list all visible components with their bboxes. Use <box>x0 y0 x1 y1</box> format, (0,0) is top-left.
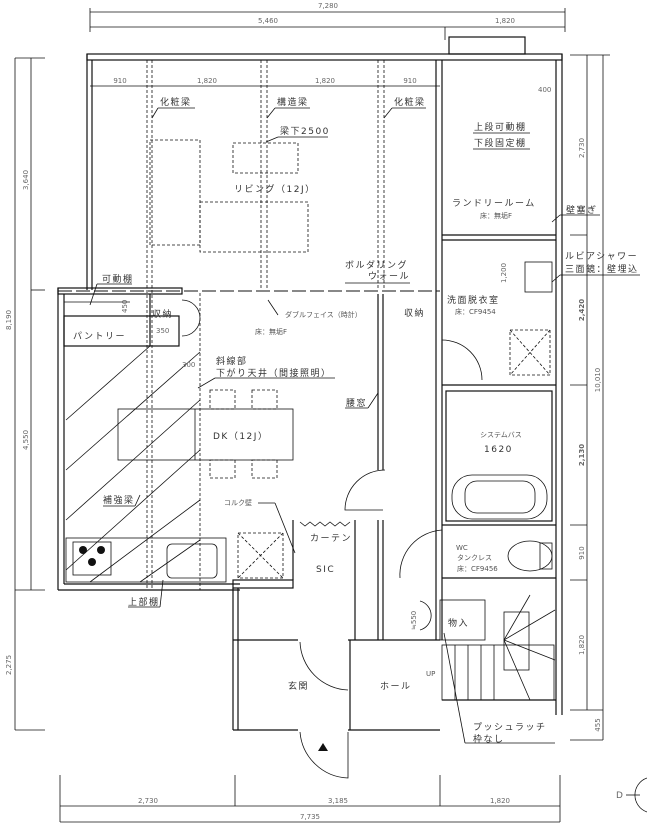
dim-inner-1: 910 <box>113 77 126 85</box>
dim-dk-300: 300 <box>182 361 195 369</box>
label-hatch-2: 下がり天井（間接照明） <box>216 367 332 379</box>
wc-type: タンクレス <box>457 553 492 562</box>
dim-top-laundry: 1,820 <box>495 17 515 25</box>
label-bouldering-2: ウォール <box>368 271 410 282</box>
room-wc: WC <box>456 544 468 552</box>
room-storage-right: 収納 <box>404 307 425 319</box>
label-reinforce-beam: 補強梁 <box>103 494 135 506</box>
top-dimensions: 7,280 5,460 1,820 910 1,820 1,820 910 <box>89 2 566 87</box>
room-pantry: パントリー <box>73 331 126 342</box>
toilet-icon <box>507 540 553 572</box>
room-hall: ホール <box>380 681 412 692</box>
dim-right-4: 910 <box>578 546 586 559</box>
dim-storage-550: ≒550 <box>410 611 418 630</box>
wc-floor: 床：CF9456 <box>457 564 498 573</box>
dim-right-6: 455 <box>594 718 602 731</box>
label-cork-wall: コルク壁 <box>224 498 252 507</box>
dim-left-4: 2,275 <box>5 655 13 675</box>
label-upper-shelf: 上部棚 <box>128 596 160 608</box>
room-bath: システムバス <box>480 431 522 439</box>
dim-pantry-450: 450 <box>121 300 129 313</box>
dim-inner-4: 910 <box>403 77 416 85</box>
room-dk: DK（12J） <box>213 431 268 442</box>
room-entrance: 玄関 <box>288 680 309 692</box>
room-sic: SIC <box>316 565 335 575</box>
label-beam-struct: 構造梁 <box>277 96 309 108</box>
furniture <box>65 261 553 583</box>
dim-pantry-350: 350 <box>156 327 169 335</box>
bathtub-icon <box>451 474 548 520</box>
right-dimensions: 2,730 2,420 2,130 910 1,820 455 10,010 <box>570 54 610 741</box>
dim-bottom-3: 1,820 <box>490 797 510 805</box>
washroom-floor: 床：CF9454 <box>455 307 496 316</box>
dim-left-1: 3,640 <box>22 170 30 190</box>
dim-top-total: 7,280 <box>318 2 338 10</box>
label-beam-right: 化粧梁 <box>394 96 426 108</box>
dining-table <box>117 408 294 461</box>
doors <box>181 299 483 779</box>
room-storage-pantry: 収納 <box>152 308 173 320</box>
entrance-arrow-icon <box>318 743 328 751</box>
labels: 化粧梁 構造梁 化粧梁 梁下2500 リビング（12J） 上段可動棚 下段固定棚… <box>73 86 639 745</box>
room-closet: 物入 <box>448 617 469 629</box>
label-up: UP <box>426 670 435 678</box>
dim-left-2: 8,190 <box>5 310 13 330</box>
beams <box>146 60 385 590</box>
laundry-floor: 床：無垢F <box>480 211 512 220</box>
label-push-latch-2: 枠なし <box>473 733 505 745</box>
bottom-dimensions: 2,730 3,185 1,820 7,735 <box>59 775 561 823</box>
left-dimensions: 3,640 8,190 4,550 2,275 <box>5 57 45 731</box>
dim-bottom-2: 3,185 <box>328 797 348 805</box>
section-marker-label: D <box>616 791 623 801</box>
bath-size: 1620 <box>484 445 513 455</box>
stove-icon <box>72 541 112 576</box>
dim-laundry-shelf: 400 <box>538 86 551 94</box>
label-curtain: カーテン <box>310 533 352 544</box>
dim-left-3: 4,550 <box>22 430 30 450</box>
section-marker: D <box>616 777 647 813</box>
label-beam-left: 化粧梁 <box>160 96 192 108</box>
label-double-face: ダブルフェイス（時計） <box>285 310 362 319</box>
dim-right-total: 10,010 <box>594 368 602 393</box>
label-shelf-upper: 上段可動棚 <box>474 121 527 133</box>
dim-top-main: 5,460 <box>258 17 278 25</box>
room-laundry: ランドリールーム <box>452 198 536 209</box>
label-bouldering-1: ボルダリング <box>345 259 408 271</box>
label-shower-1: ルビアシャワー <box>565 251 638 262</box>
label-wall-close: 壁塞ぎ <box>566 204 598 216</box>
dim-inner-3: 1,820 <box>315 77 335 85</box>
room-living: リビング（12J） <box>234 183 316 195</box>
dim-washroom-1200: 1,200 <box>500 263 508 283</box>
label-waist-window: 腰窓 <box>346 397 367 409</box>
dim-bottom-total: 7,735 <box>300 813 320 821</box>
dim-right-2: 2,420 <box>578 299 586 321</box>
dim-inner-2: 1,820 <box>197 77 217 85</box>
label-hatch-1: 斜線部 <box>216 355 248 367</box>
label-shower-2: 三面鏡：壁埋込 <box>565 263 639 275</box>
label-push-latch-1: プッシュラッチ <box>473 722 547 733</box>
label-shelf-lower: 下段固定棚 <box>474 137 527 149</box>
label-beam-under: 梁下2500 <box>280 125 330 137</box>
stairs <box>439 594 556 701</box>
kitchen-counter <box>65 537 227 583</box>
dim-right-1: 2,730 <box>578 138 586 158</box>
leader-lines <box>89 107 640 744</box>
label-movable-shelf: 可動棚 <box>102 273 134 285</box>
lowered-ceiling-hatch <box>65 345 201 583</box>
walls <box>57 36 563 731</box>
room-washroom: 洗面脱衣室 <box>447 294 500 306</box>
curtain-icon <box>299 521 351 527</box>
dim-right-3: 2,130 <box>578 444 586 466</box>
dk-floor: 床：無垢F <box>255 327 287 336</box>
dim-bottom-1: 2,730 <box>138 797 158 805</box>
dim-right-5: 1,820 <box>578 635 586 655</box>
sink-icon <box>166 543 218 579</box>
